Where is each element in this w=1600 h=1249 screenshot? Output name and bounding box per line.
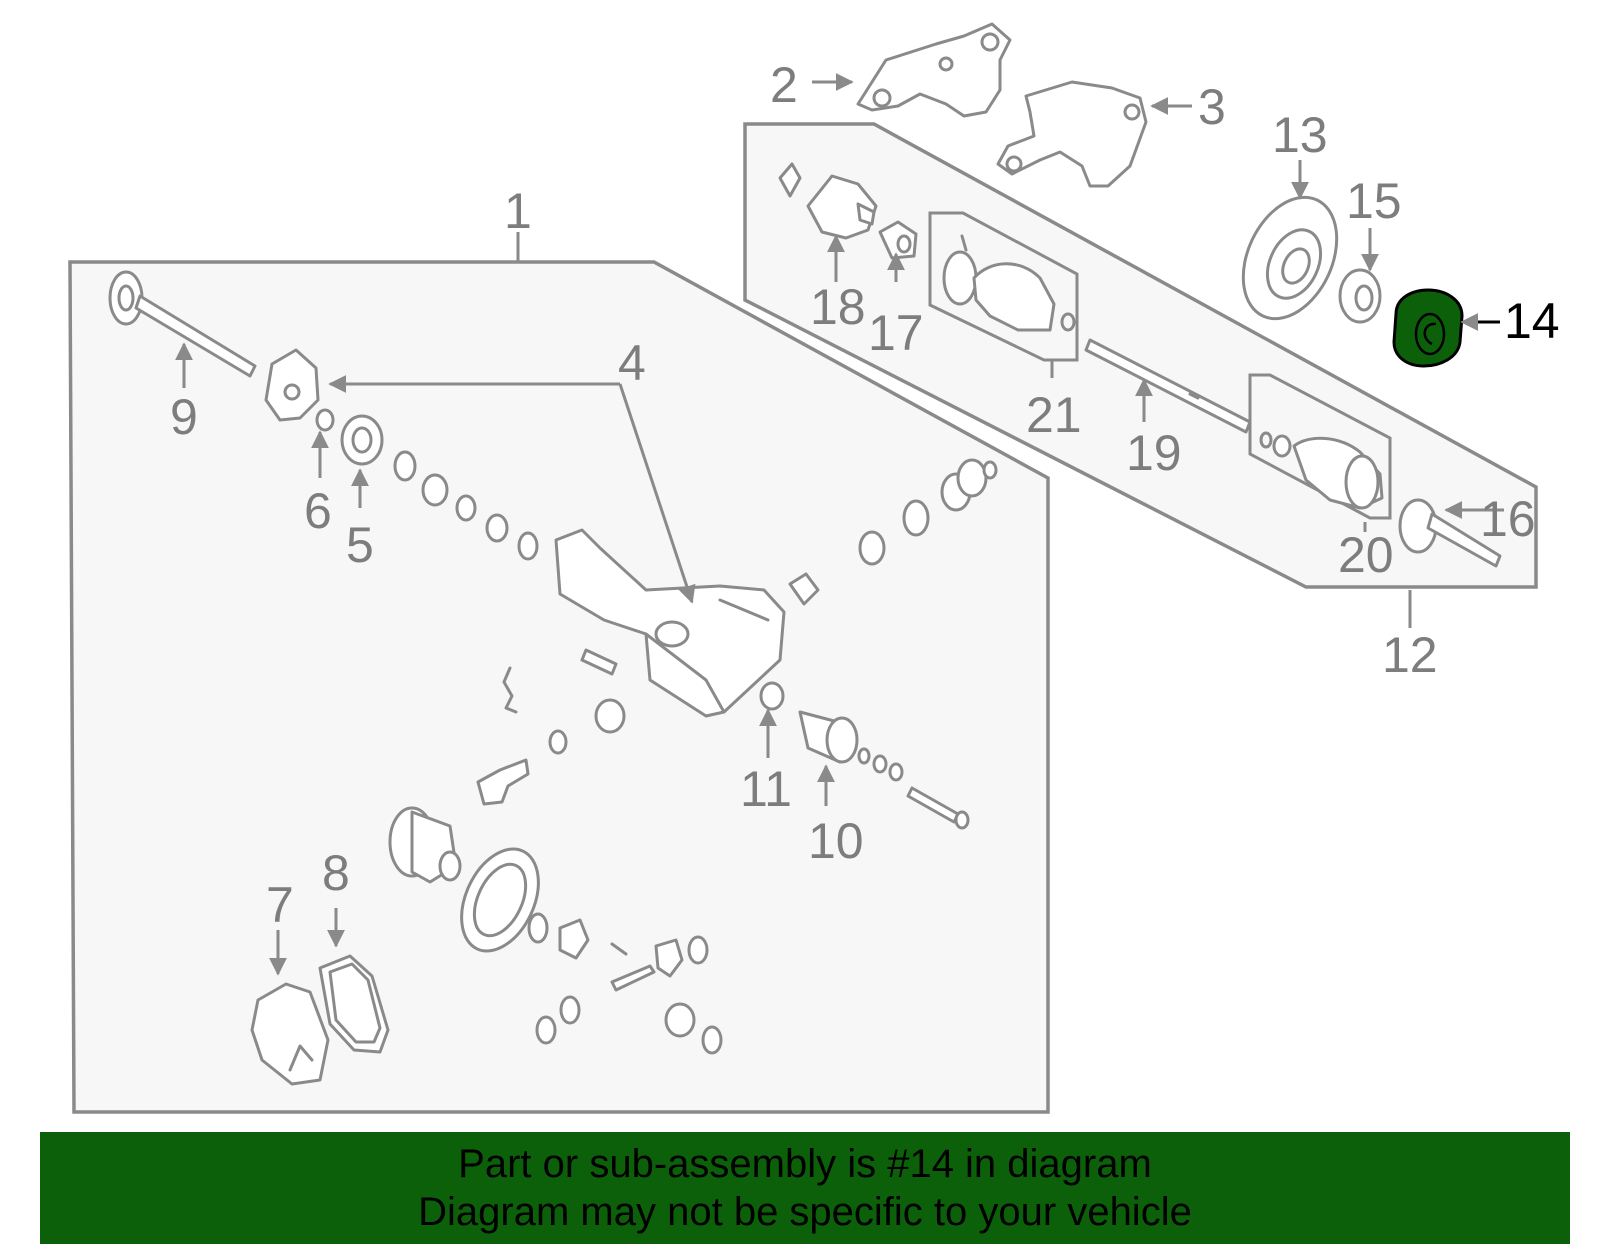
bracket-part-3 xyxy=(996,80,1148,188)
bracket-part-2 xyxy=(856,22,1012,118)
pinion-seal-rings xyxy=(788,458,998,606)
highlighted-bearing-part-14 xyxy=(1392,288,1464,368)
callout-1: 1 xyxy=(504,183,532,239)
callout-9: 9 xyxy=(170,389,198,445)
callout-19: 19 xyxy=(1126,425,1182,481)
bracket-part-4a xyxy=(264,348,320,422)
callout-10: 10 xyxy=(808,813,864,869)
assembly-1-box xyxy=(68,260,1050,1114)
seal-part-6 xyxy=(315,408,335,432)
washer-part-11 xyxy=(759,681,785,711)
callout-16: 16 xyxy=(1480,491,1536,547)
callout-15: 15 xyxy=(1346,173,1402,229)
callout-7: 7 xyxy=(266,877,294,933)
info-banner: Part or sub-assembly is #14 in diagram D… xyxy=(40,1132,1570,1244)
gasket-part-8 xyxy=(318,954,390,1054)
callout-11: 11 xyxy=(740,761,792,817)
cap-part xyxy=(594,698,626,734)
clip-part xyxy=(502,666,518,714)
spacer-rings xyxy=(393,450,539,561)
shaft-part-19 xyxy=(1084,338,1252,434)
callout-21: 21 xyxy=(1026,387,1082,443)
parts-diagram: 1 2 3 4 5 6 7 8 9 10 11 12 13 14 15 16 1… xyxy=(68,22,1560,1114)
outer-joint-part-16 xyxy=(1398,498,1502,568)
callout-14: 14 xyxy=(1504,293,1560,349)
callout-2: 2 xyxy=(770,57,798,113)
shield-part-13 xyxy=(1241,195,1339,321)
callout-8: 8 xyxy=(322,845,350,901)
axle-shaft-part-9 xyxy=(108,270,257,378)
callout-4: 4 xyxy=(618,335,646,391)
seal-part-15 xyxy=(1338,268,1382,324)
inner-joint-part-18 xyxy=(778,162,878,240)
differential-case-part xyxy=(388,806,462,884)
callout-13: 13 xyxy=(1272,107,1328,163)
washer-part xyxy=(548,729,568,755)
differential-housing-part-4 xyxy=(554,528,786,718)
callout-5: 5 xyxy=(346,517,374,573)
ring-gear-part xyxy=(460,847,540,953)
boot-part-21 xyxy=(942,234,1076,332)
banner-line-disclaimer: Diagram may not be specific to your vehi… xyxy=(418,1190,1192,1234)
drive-flange-part-10 xyxy=(798,710,970,830)
callout-3: 3 xyxy=(1198,79,1226,135)
callout-6: 6 xyxy=(304,483,332,539)
callout-12: 12 xyxy=(1382,627,1438,683)
boot-part-20 xyxy=(1259,431,1384,510)
banner-line-part-number: Part or sub-assembly is #14 in diagram xyxy=(458,1142,1152,1186)
pinion-gear-part xyxy=(476,758,530,806)
side-gears-part xyxy=(527,912,723,1055)
callout-17: 17 xyxy=(868,305,924,361)
bearing-part-5 xyxy=(340,414,384,466)
bolt-part xyxy=(580,648,618,676)
callout-20: 20 xyxy=(1338,527,1394,583)
callout-18: 18 xyxy=(810,279,866,335)
cover-part-7 xyxy=(250,982,330,1086)
